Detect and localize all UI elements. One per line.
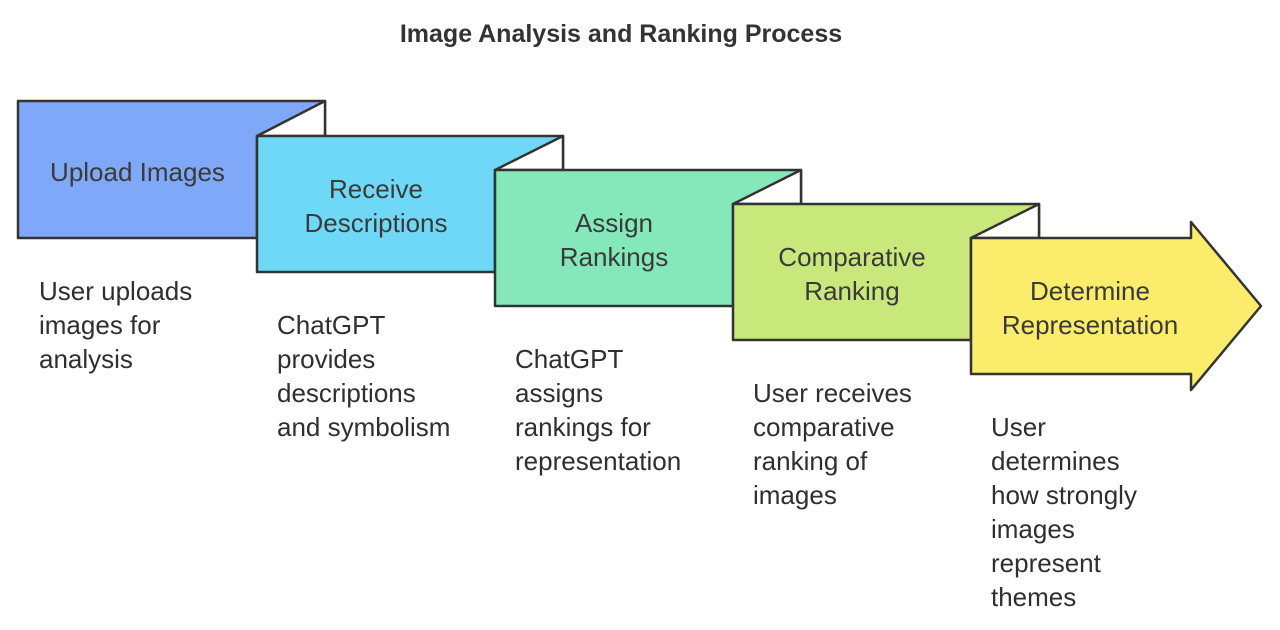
step-3-label: Assign Rankings [559, 208, 669, 272]
step-2-description: ChatGPT provides descriptions and symbol… [277, 310, 451, 442]
step-2-label: Receive Descriptions [304, 174, 448, 238]
step-5-description: User determines how strongly images repr… [991, 412, 1137, 612]
step-4-label: Comparative Ranking [778, 242, 926, 306]
step-1-label: Upload Images [50, 157, 225, 187]
step-4-description: User receives comparative ranking of ima… [753, 378, 912, 510]
step-3-description: ChatGPT assigns rankings for representat… [515, 344, 682, 476]
step-5-label: Determine Representation [1001, 276, 1179, 340]
step-5-arrow-panel [969, 220, 1263, 392]
diagram-title: Image Analysis and Ranking Process [399, 20, 843, 48]
step-1-description: User uploads images for analysis [39, 276, 193, 374]
